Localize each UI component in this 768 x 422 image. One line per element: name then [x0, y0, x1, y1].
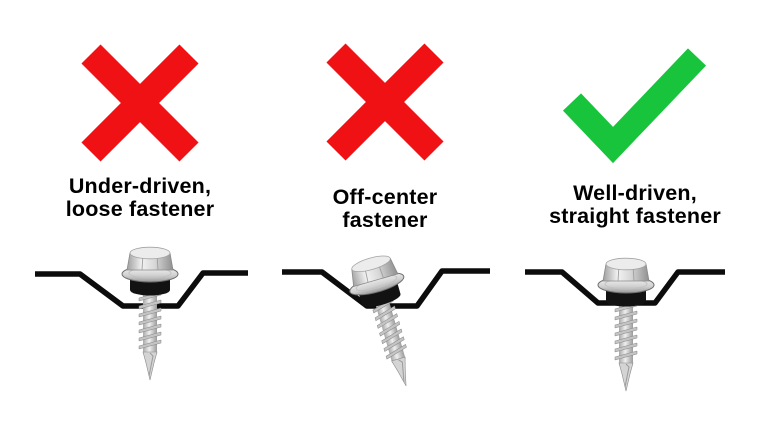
label-line-1: Off-center: [332, 185, 438, 209]
panel-profile: [282, 268, 490, 309]
screw-graphic-well-driven: [597, 257, 655, 392]
label-line-1: Under-driven,: [68, 174, 212, 198]
column-label: Well-driven, straight fastener: [515, 182, 755, 228]
x-mark-icon: [326, 43, 444, 161]
label-line-2: fastener: [342, 208, 428, 232]
fastener-diagram-well-driven: [525, 257, 725, 392]
column-well-driven: Well-driven, straight fastener: [515, 0, 755, 422]
label-line-1: Well-driven,: [573, 181, 697, 205]
fastener-diagram-off-center: [282, 250, 490, 395]
column-off-center: Off-center fastener: [265, 0, 505, 422]
check-mark-icon: [562, 48, 707, 164]
check-stroke: [562, 48, 707, 164]
column-label: Under-driven, loose fastener: [20, 175, 260, 221]
label-line-2: straight fastener: [549, 204, 721, 228]
x-mark-icon: [81, 44, 199, 162]
column-label: Off-center fastener: [265, 186, 505, 232]
fastener-diagram-under-driven: [35, 246, 248, 381]
column-under-driven: Under-driven, loose fastener: [20, 0, 260, 422]
screw-graphic-off-center: [342, 250, 434, 395]
x-stroke: [81, 44, 199, 162]
label-line-2: loose fastener: [65, 197, 215, 221]
x-stroke: [326, 43, 444, 161]
screw-graphic-under-driven: [121, 246, 179, 381]
